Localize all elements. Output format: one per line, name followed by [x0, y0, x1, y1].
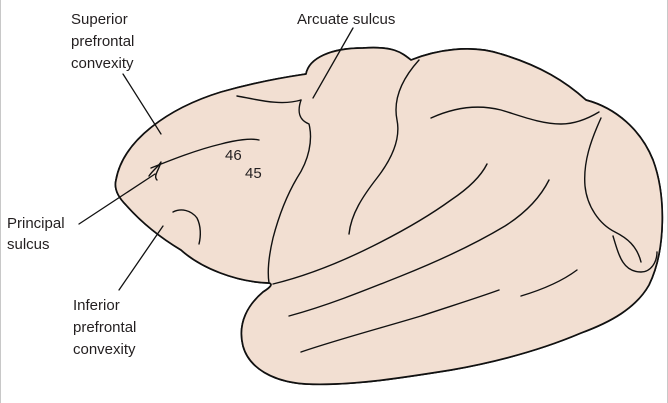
arcuate-sulcus-label: Arcuate sulcus — [297, 11, 395, 28]
inferior-label-leader — [119, 226, 163, 290]
superior-label-leader — [123, 74, 161, 134]
brain-outline-overlay — [115, 48, 662, 385]
inferior-convexity-label: Inferior prefrontal convexity — [73, 297, 141, 358]
superior-convexity-label: Superior prefrontal convexity — [71, 11, 139, 72]
area-45-label: 45 — [245, 165, 262, 182]
principal-sulcus-label: Principal sulcus — [7, 215, 69, 253]
area-46-label: 46 — [225, 147, 242, 164]
